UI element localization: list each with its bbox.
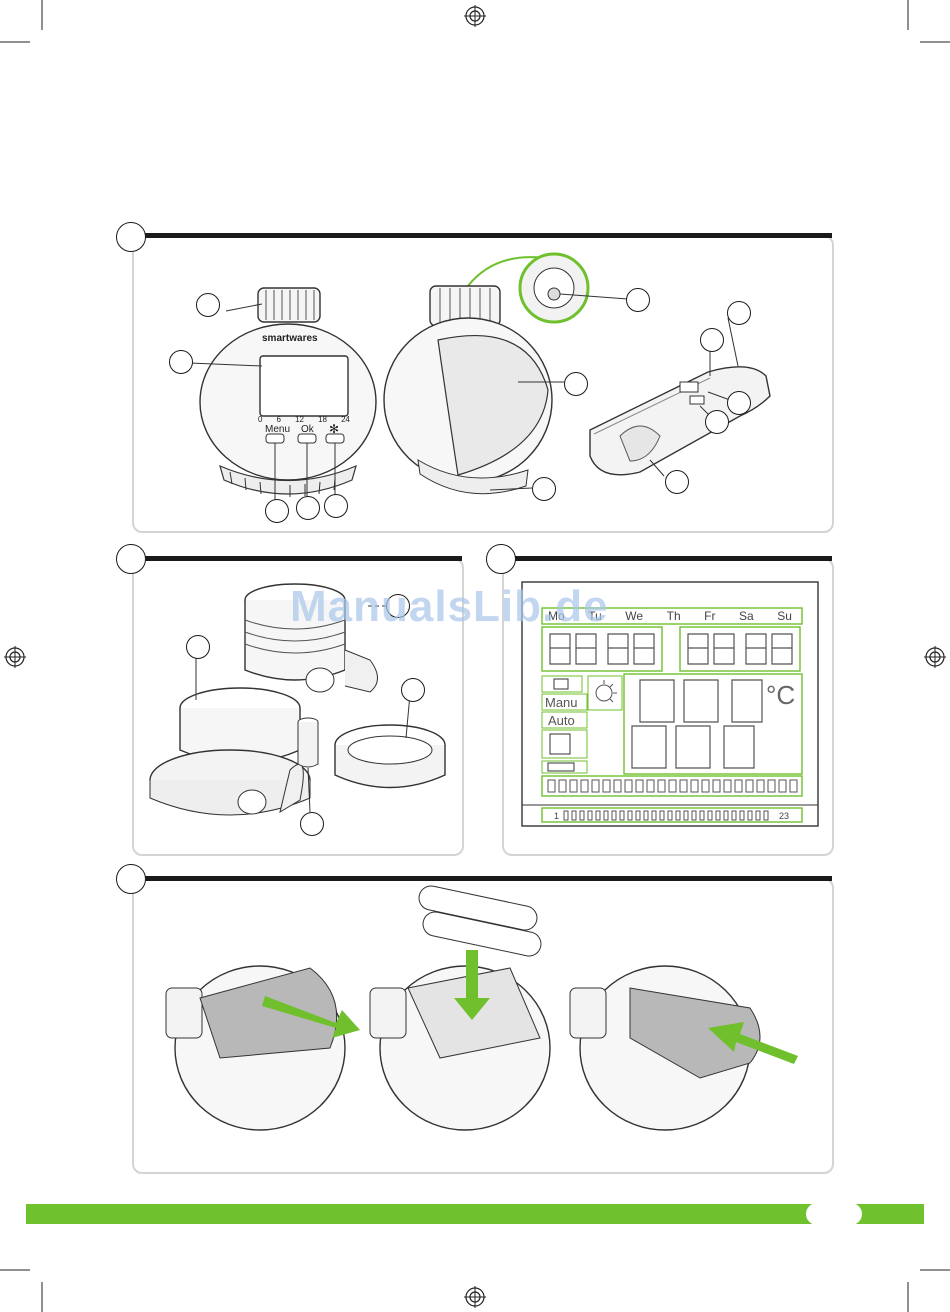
page-number-slot — [806, 1203, 862, 1225]
callout-marker — [296, 496, 320, 520]
panel-number-marker — [116, 222, 146, 252]
lcd-hour-end: 23 — [779, 811, 789, 821]
footer-accent-bar — [26, 1204, 924, 1224]
callout-marker — [705, 410, 729, 434]
battery-cover-illustration — [580, 296, 790, 496]
lcd-manu-label: Manu — [545, 695, 578, 710]
callout-marker — [196, 293, 220, 317]
lcd-day: Sa — [739, 609, 754, 623]
panel-number-marker — [116, 864, 146, 894]
scale-tick: 18 — [318, 415, 327, 424]
registration-mark-right — [924, 646, 946, 668]
panel-header-bar — [132, 556, 462, 561]
lcd-day: Th — [667, 609, 681, 623]
lcd-day: Su — [777, 609, 792, 623]
panel-header-bar — [502, 556, 832, 561]
callout-marker — [727, 391, 751, 415]
callout-marker — [265, 499, 289, 523]
registration-mark-left — [4, 646, 26, 668]
boost-button-label: ✻ — [329, 422, 339, 436]
callout-marker — [532, 477, 556, 501]
registration-mark-top — [464, 5, 486, 27]
callout-marker — [401, 678, 425, 702]
scale-tick: 12 — [295, 415, 304, 424]
panel-number-marker — [486, 544, 516, 574]
lcd-auto-label: Auto — [548, 713, 575, 728]
callout-marker — [186, 635, 210, 659]
callout-marker — [700, 328, 724, 352]
lcd-degree-unit: °C — [766, 680, 795, 711]
panel-number-marker — [116, 544, 146, 574]
watermark-text: ManualsLib.de — [290, 582, 609, 632]
brand-label: smartwares — [262, 333, 318, 344]
lcd-hour-start: 1 — [554, 811, 559, 821]
scale-tick: 0 — [258, 415, 262, 424]
callout-marker — [324, 494, 348, 518]
panel-header-bar — [132, 876, 832, 881]
registration-mark-bottom — [464, 1286, 486, 1308]
panel-header-bar — [132, 233, 832, 238]
battery-install-steps-illustration — [160, 888, 810, 1138]
lcd-day: Fr — [704, 609, 715, 623]
ok-button-label: Ok — [301, 424, 314, 435]
lcd-day: We — [625, 609, 643, 623]
callout-marker — [169, 350, 193, 374]
callout-marker — [665, 470, 689, 494]
scale-tick: 6 — [277, 415, 281, 424]
menu-button-label: Menu — [265, 424, 290, 435]
callout-marker — [300, 812, 324, 836]
scale-tick: 24 — [341, 415, 350, 424]
callout-marker — [727, 301, 751, 325]
